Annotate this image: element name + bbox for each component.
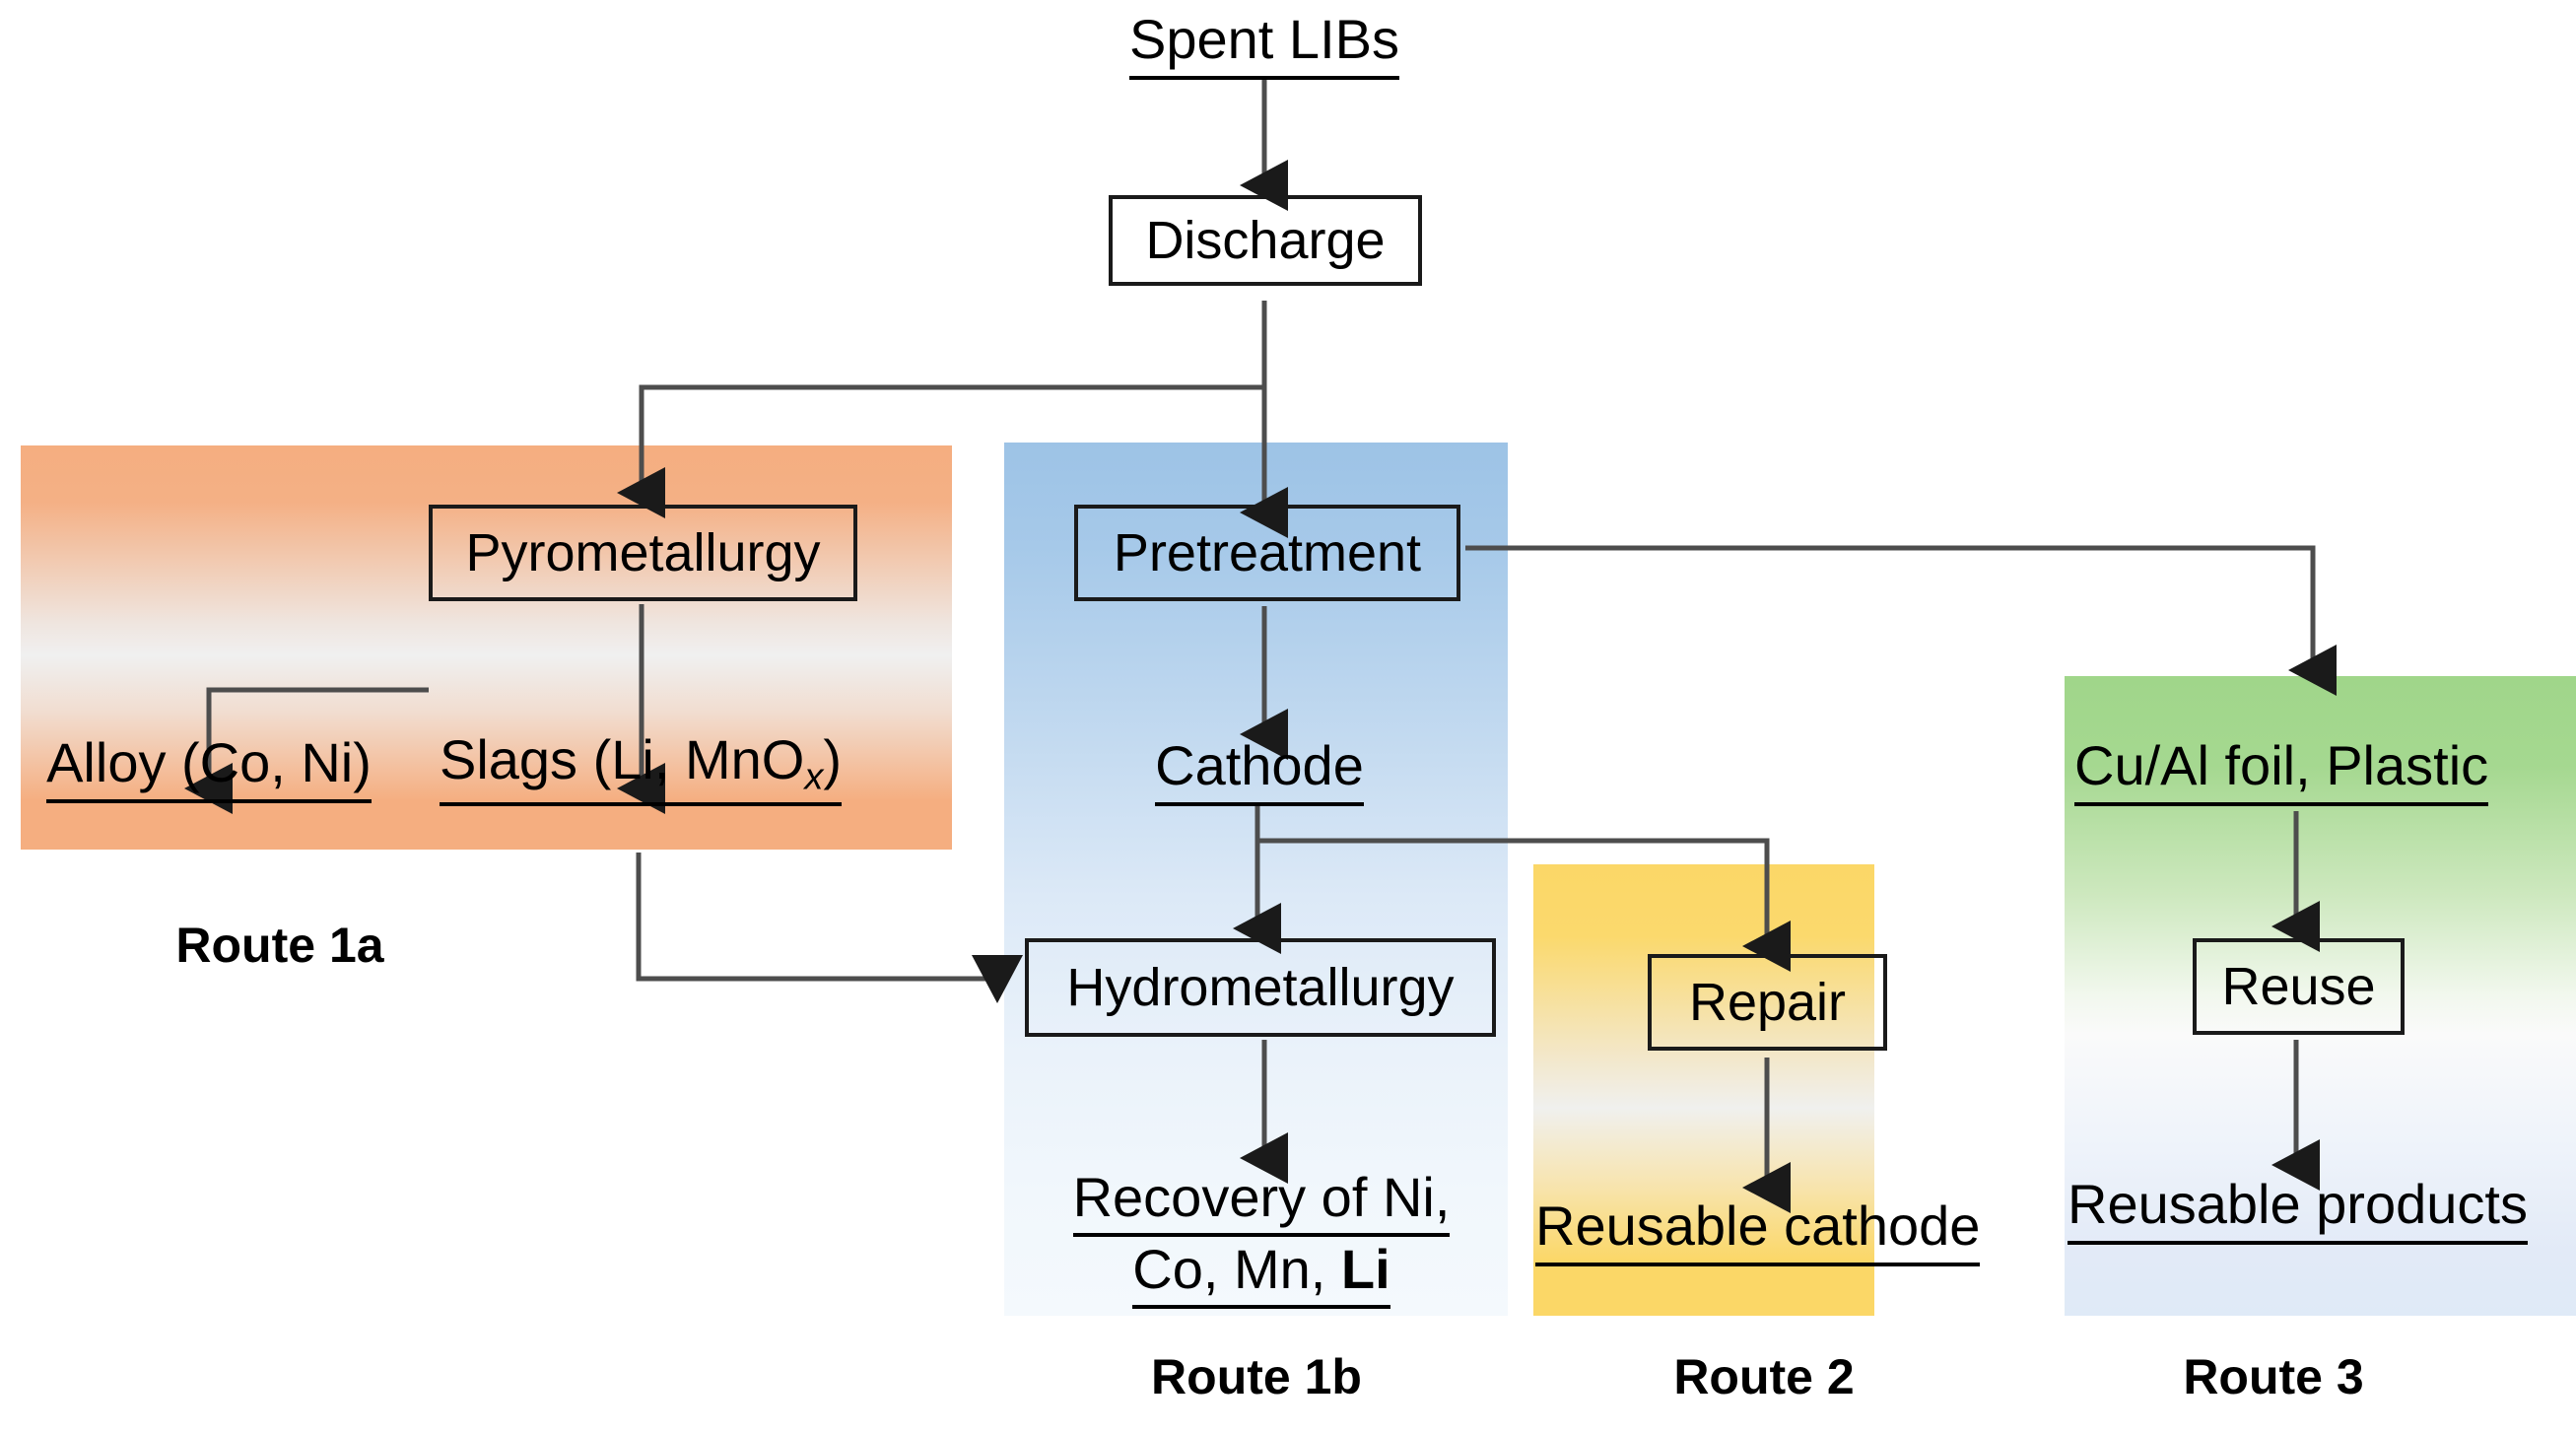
node-slags-label-post: ) [823, 727, 843, 790]
node-discharge[interactable]: Discharge [1109, 195, 1422, 286]
node-slags: Slags (Li, MnOx) [419, 728, 862, 807]
edge-slags-hydrometallurgy [636, 853, 1024, 1003]
node-recovery-line-2-pre: Co, Mn, [1132, 1238, 1341, 1300]
node-pyrometallurgy-label: Pyrometallurgy [465, 522, 821, 582]
node-hydrometallurgy[interactable]: Hydrometallurgy [1025, 938, 1496, 1037]
route-label-3-text: Route 3 [2183, 1349, 2364, 1404]
edge-pyrometallurgy-alloy [184, 687, 429, 815]
node-recovery: Recovery of Ni, Co, Mn, Li [1025, 1163, 1498, 1311]
node-cathode-label: Cathode [1155, 733, 1364, 806]
node-cual-foil: Cu/Al foil, Plastic [2074, 733, 2538, 806]
node-pretreatment-label: Pretreatment [1113, 522, 1422, 582]
node-reusable-products: Reusable products [2068, 1172, 2576, 1245]
node-recovery-line-1: Recovery of Ni, [1072, 1165, 1451, 1237]
node-slags-label-subscript: x [804, 756, 824, 798]
route-label-2: Route 2 [1567, 1348, 1961, 1405]
node-pretreatment[interactable]: Pretreatment [1074, 505, 1460, 601]
route-label-1a: Route 1a [83, 917, 477, 974]
node-reusable-cathode-label: Reusable cathode [1535, 1194, 1981, 1266]
node-spent-libs: Spent LIBs [1067, 7, 1461, 80]
node-recovery-line-2-bold: Li [1340, 1238, 1390, 1300]
panel-route-2 [1533, 864, 1874, 1316]
route-label-2-text: Route 2 [1673, 1349, 1855, 1404]
node-alloy-label: Alloy (Co, Ni) [46, 730, 372, 803]
node-slags-label-pre: Slags (Li, MnO [439, 727, 805, 790]
route-label-1b: Route 1b [1059, 1348, 1454, 1405]
node-reuse-label: Reuse [2221, 956, 2376, 1016]
node-repair[interactable]: Repair [1648, 954, 1887, 1051]
route-label-1b-text: Route 1b [1151, 1349, 1362, 1404]
node-reusable-products-label: Reusable products [2068, 1172, 2528, 1245]
panel-route-1a [21, 445, 952, 850]
node-spent-libs-label: Spent LIBs [1129, 7, 1399, 80]
node-slags-label: Slags (Li, MnOx) [439, 727, 843, 807]
node-repair-label: Repair [1688, 972, 1847, 1032]
node-cual-foil-label: Cu/Al foil, Plastic [2074, 733, 2489, 806]
node-reuse[interactable]: Reuse [2193, 938, 2405, 1035]
node-discharge-label: Discharge [1145, 210, 1386, 270]
route-label-1a-text: Route 1a [175, 918, 384, 973]
edge-pretreatment-cualfoil [1465, 545, 2337, 697]
node-alloy: Alloy (Co, Ni) [12, 730, 406, 803]
route-label-3: Route 3 [2076, 1348, 2471, 1405]
node-cathode: Cathode [1067, 733, 1452, 806]
edge-cathode-repair [1257, 838, 1791, 973]
node-recovery-line-2: Co, Mn, Li [1132, 1237, 1390, 1310]
node-reusable-cathode: Reusable cathode [1535, 1194, 2008, 1266]
node-pyrometallurgy[interactable]: Pyrometallurgy [429, 505, 857, 601]
panel-route-3 [2065, 676, 2576, 1316]
edge-discharge-pyrometallurgy [617, 384, 1264, 519]
node-hydrometallurgy-label: Hydrometallurgy [1066, 957, 1455, 1017]
